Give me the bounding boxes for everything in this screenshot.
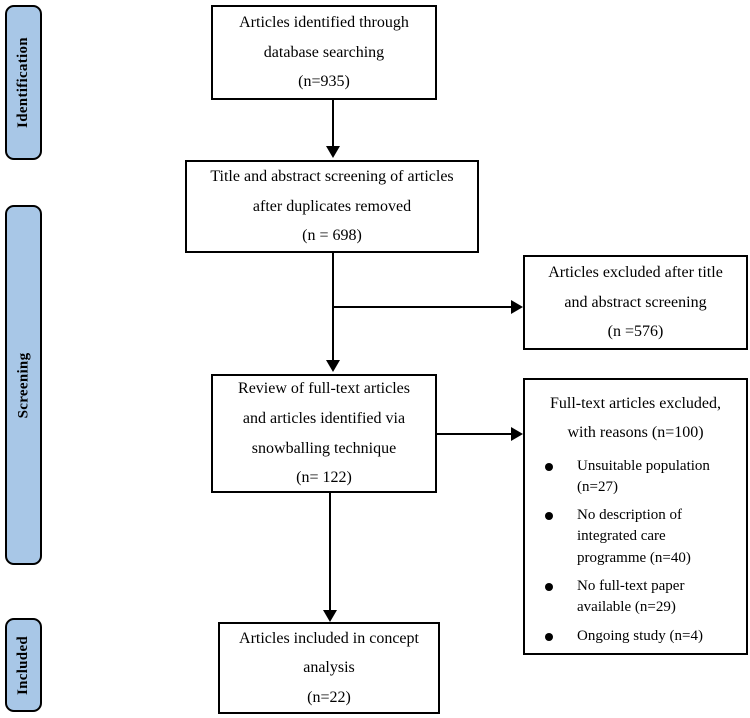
stage-included: Included — [5, 618, 42, 712]
arrowhead-right-icon — [511, 427, 523, 441]
box-excluded-title-count: (n =576) — [607, 323, 664, 341]
arrowhead-right-icon — [511, 300, 523, 314]
connector-branch-to-excluded-title — [333, 306, 511, 308]
connector-identified-to-screening — [332, 100, 334, 148]
stage-included-label: Included — [15, 635, 31, 695]
box-fulltext-excluded-header-line: Full-text articles excluded, — [549, 395, 722, 412]
stage-screening-label: Screening — [15, 352, 32, 418]
box-excluded-title-line: and abstract screening — [564, 293, 707, 311]
box-articles-included: Articles included in concept analysis (n… — [218, 622, 440, 714]
box-fulltext-excluded: Full-text articles excluded, with reason… — [523, 378, 748, 655]
box-fulltext-review-line: and articles identified via — [242, 409, 406, 427]
box-articles-identified-line: database searching — [263, 43, 385, 61]
box-title-abstract-line: after duplicates removed — [252, 197, 412, 215]
stage-identification-label: Identification — [15, 37, 31, 128]
box-excluded-title-line: Articles excluded after title — [548, 264, 723, 282]
box-title-abstract-line: Title and abstract screening of articles — [210, 168, 454, 186]
stage-screening: Screening — [5, 205, 42, 565]
box-articles-identified-count: (n=935) — [298, 73, 350, 91]
arrowhead-down-icon — [323, 610, 337, 622]
box-articles-included-line: Articles included in concept — [239, 629, 419, 647]
box-fulltext-excluded-header-line: with reasons (n=100) — [567, 423, 704, 441]
connector-review-to-fulltext-excluded — [437, 433, 511, 435]
box-excluded-title-abstract: Articles excluded after title and abstra… — [523, 255, 748, 350]
box-fulltext-review-line: snowballing technique — [251, 439, 397, 457]
box-fulltext-review: Review of full-text articles and article… — [211, 374, 437, 493]
box-title-abstract-count: (n = 698) — [302, 227, 362, 245]
exclusion-reasons-list: Unsuitable population (n=27) No descript… — [533, 456, 738, 647]
exclusion-reason-item: Ongoing study (n=4) — [533, 626, 738, 647]
exclusion-reason-item: Unsuitable population (n=27) — [533, 456, 738, 499]
box-fulltext-review-count: (n= 122) — [296, 469, 352, 487]
arrowhead-down-icon — [326, 146, 340, 158]
box-articles-included-line: analysis — [303, 659, 355, 677]
box-fulltext-review-line: Review of full-text articles — [238, 380, 410, 398]
box-title-abstract-screening: Title and abstract screening of articles… — [185, 160, 479, 253]
stage-identification: Identification — [5, 5, 42, 160]
exclusion-reason-item: No description of integrated care progra… — [533, 505, 738, 569]
connector-review-to-included — [329, 493, 331, 610]
exclusion-reason-item: No full-text paper available (n=29) — [533, 576, 738, 619]
box-articles-identified: Articles identified through database sea… — [211, 5, 437, 100]
box-articles-identified-line: Articles identified through — [239, 14, 409, 32]
arrowhead-down-icon — [326, 360, 340, 372]
box-articles-included-count: (n=22) — [307, 688, 351, 706]
